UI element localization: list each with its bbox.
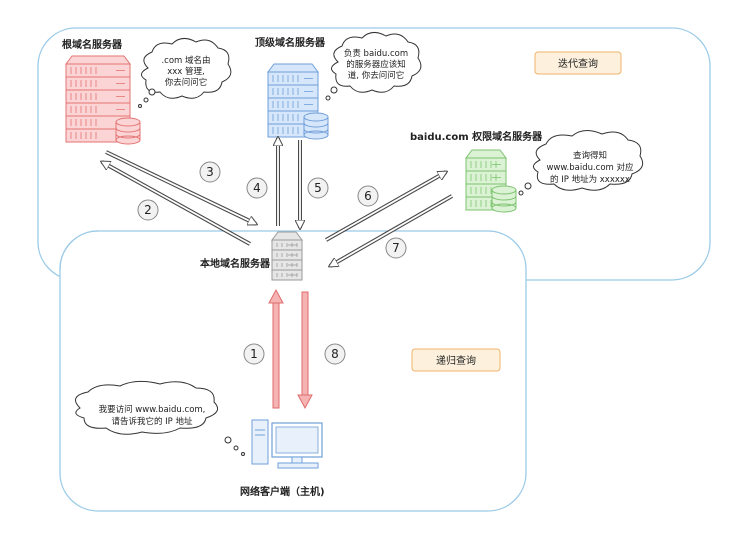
step-8-number: 8 (331, 347, 339, 361)
client-speech-bubble: 我要访问 www.baidu.com, 请告诉我它的 IP 地址 (75, 380, 245, 456)
auth-bubble-line-3: 的 IP 地址为 xxxxxx (550, 174, 630, 185)
tld-bubble-line-2: 的服务器应该知 (346, 59, 406, 70)
step-6-number: 6 (364, 189, 372, 203)
root-bubble-line-3: 你去问问它 (165, 77, 208, 88)
root-bubble-line-2: xxx 管理, (167, 66, 205, 77)
step-6-marker: 6 (357, 185, 379, 207)
step-1-marker: 1 (243, 343, 265, 365)
root-bubble-line-1: .com 域名由 (161, 55, 210, 66)
step-7-number: 7 (392, 241, 400, 255)
arrow-step-2-core (102, 162, 251, 245)
tld-bubble-line-1: 负责 baidu.com (344, 48, 408, 59)
root-server-label: 根域名服务器 (62, 38, 123, 51)
computer-icon (251, 419, 323, 469)
step-2-number: 2 (144, 203, 152, 217)
auth-bubble-line-1: 查询得知 (573, 150, 607, 161)
step-3-number: 3 (206, 165, 214, 179)
arrow-step-7-core (330, 195, 453, 266)
tld-bubble-line-3: 道, 你去问问它 (348, 70, 404, 81)
tld-server-icon (267, 63, 329, 140)
tld-speech-bubble: 负责 baidu.com 的服务器应该知 道, 你去问问它 (325, 32, 422, 101)
arrow-step-6-core (325, 172, 446, 241)
client-bubble-line-2: 请告诉我它的 IP 地址 (111, 416, 193, 427)
auth-bubble-line-2: www.baidu.com 对应 (546, 162, 634, 173)
client-bubble-line-1: 我要访问 www.baidu.com, (99, 404, 206, 415)
recursive-query-label: 递归查询 (436, 354, 476, 367)
client-label: 网络客户端（主机) (240, 485, 325, 498)
step-4-number: 4 (253, 181, 261, 195)
iterative-query-label: 迭代查询 (558, 57, 598, 70)
auth-server-label: baidu.com 权限域名服务器 (410, 130, 543, 143)
arrow-step-1 (268, 288, 284, 409)
local-server-icon (271, 231, 303, 281)
step-5-marker: 5 (307, 177, 329, 199)
iterative-query-tag: 迭代查询 (534, 51, 622, 75)
step-1-number: 1 (250, 347, 258, 361)
arrow-step-8 (297, 291, 313, 410)
auth-speech-bubble: 查询得知 www.baidu.com 对应 的 IP 地址为 xxxxxx (518, 130, 644, 196)
step-7-marker: 7 (385, 237, 407, 259)
local-server-label: 本地域名服务器 (200, 257, 271, 270)
arrow-step-3-core (105, 151, 256, 224)
step-8-marker: 8 (324, 343, 346, 365)
tld-server-label: 顶级域名服务器 (255, 36, 326, 49)
step-5-number: 5 (314, 181, 322, 195)
root-server-icon (65, 55, 141, 145)
auth-server-icon (465, 149, 517, 213)
step-2-marker: 2 (137, 199, 159, 221)
recursive-query-tag: 递归查询 (411, 348, 501, 372)
step-4-marker: 4 (246, 177, 268, 199)
step-3-marker: 3 (199, 161, 221, 183)
root-speech-bubble: .com 域名由 xxx 管理, 你去问问它 (138, 38, 232, 108)
recursive-region (59, 230, 527, 512)
